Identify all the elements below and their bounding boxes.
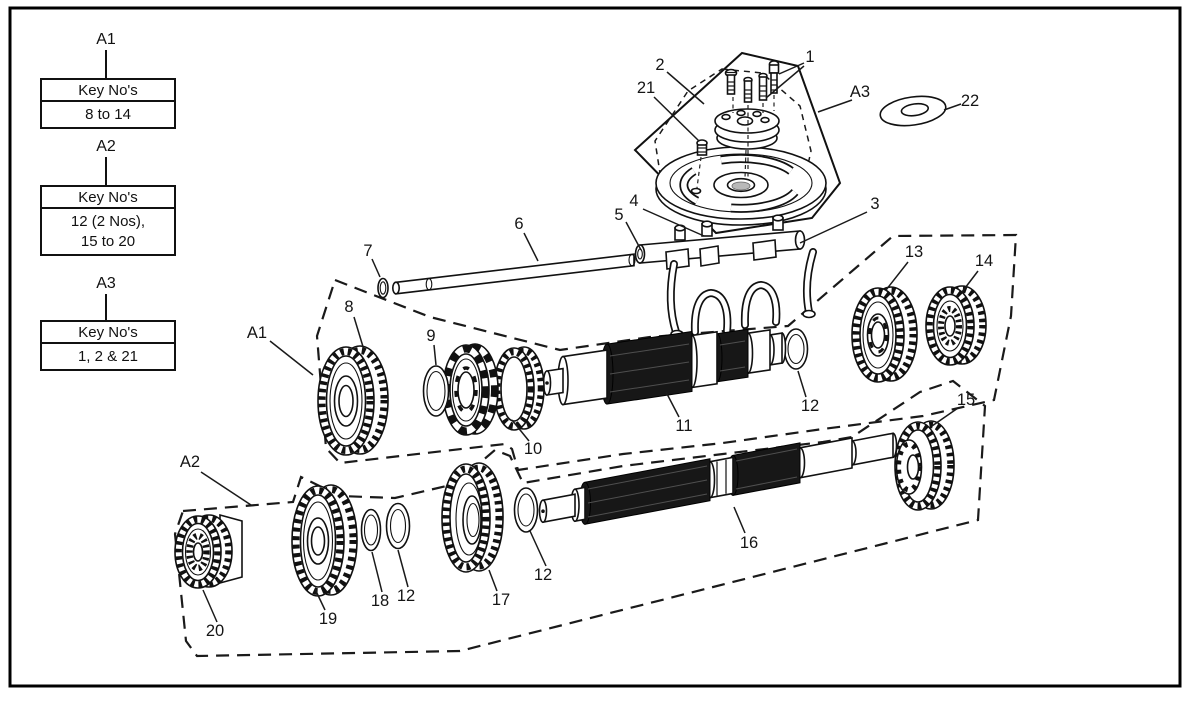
region-label-A1: A1: [247, 324, 267, 342]
region-ref-a3: A3: [96, 275, 116, 292]
gear-17: [441, 462, 504, 573]
washer-22: [879, 95, 947, 127]
gear-13: [851, 286, 918, 383]
circlip-12-lower: [385, 502, 411, 550]
part-label-1: 1: [805, 48, 814, 66]
region-label-A2: A2: [180, 453, 200, 471]
circlip-12-middle: [513, 487, 539, 533]
part-label-17: 17: [492, 591, 510, 609]
part-label-11: 11: [675, 417, 692, 435]
circlip-12-upper: [783, 328, 809, 370]
key-box-a2-header: Key No's: [42, 187, 174, 209]
gear-8: [317, 345, 389, 456]
part-label-14: 14: [975, 252, 993, 270]
gear-15: [894, 420, 955, 511]
pump-bolts: [724, 60, 780, 180]
part-label-3: 3: [870, 195, 879, 213]
gear-20: [174, 513, 243, 589]
part-label-5: 5: [614, 206, 623, 224]
region-a2-outline: [173, 379, 987, 658]
part-label-22: 22: [961, 92, 979, 110]
key-box-a2-line: 12 (2 Nos),: [70, 213, 146, 230]
part-label-12: 12: [534, 566, 552, 584]
key-box-a1-header: Key No's: [42, 80, 174, 102]
counter-shaft-16: [538, 432, 898, 525]
part-label-10: 10: [524, 440, 542, 458]
oil-pump-rotor: [714, 108, 780, 179]
part-label-15: 15: [957, 391, 975, 409]
gear-10: [442, 343, 545, 436]
part-label-20: 20: [206, 622, 224, 640]
circlip-9: [422, 365, 450, 417]
circlip-18: [360, 508, 382, 552]
part-label-7: 7: [363, 242, 372, 260]
key-box-a3-header: Key No's: [42, 322, 174, 344]
pump-bolt-21: [690, 139, 708, 195]
part-label-13: 13: [905, 243, 923, 261]
key-box-a1-line: 8 to 14: [85, 106, 131, 123]
part-label-18: 18: [371, 592, 389, 610]
part-label-8: 8: [344, 298, 353, 316]
key-box-a3: Key No's 1, 2 & 21: [40, 320, 176, 371]
part-label-6: 6: [514, 215, 523, 233]
main-shaft-11: [542, 328, 787, 406]
part-label-16: 16: [740, 534, 758, 552]
page-border: [8, 6, 1182, 688]
part-label-4: 4: [629, 192, 638, 210]
oil-pump-plate: [655, 146, 827, 226]
key-box-a2: Key No's 12 (2 Nos), 15 to 20: [40, 185, 176, 256]
gear-19: [291, 484, 358, 597]
part-label-2: 2: [655, 56, 664, 74]
part-label-21: 21: [637, 79, 655, 97]
part-label-12: 12: [397, 587, 415, 605]
key-box-a3-line: 1, 2 & 21: [77, 348, 139, 365]
gear-14: [925, 285, 987, 366]
part-label-9: 9: [426, 327, 435, 345]
part-label-12: 12: [801, 397, 819, 415]
region-ref-a1: A1: [96, 31, 116, 48]
shift-fork-assembly: [634, 214, 817, 339]
region-ref-a2: A2: [96, 138, 116, 155]
part-label-19: 19: [319, 610, 337, 628]
shift-rod-6: [391, 253, 636, 295]
key-box-a1: Key No's 8 to 14: [40, 78, 176, 129]
region-label-A3: A3: [850, 83, 870, 101]
ring-7: [377, 277, 389, 299]
key-box-a2-line: 15 to 20: [80, 233, 136, 250]
leader-lines: [200, 62, 979, 623]
